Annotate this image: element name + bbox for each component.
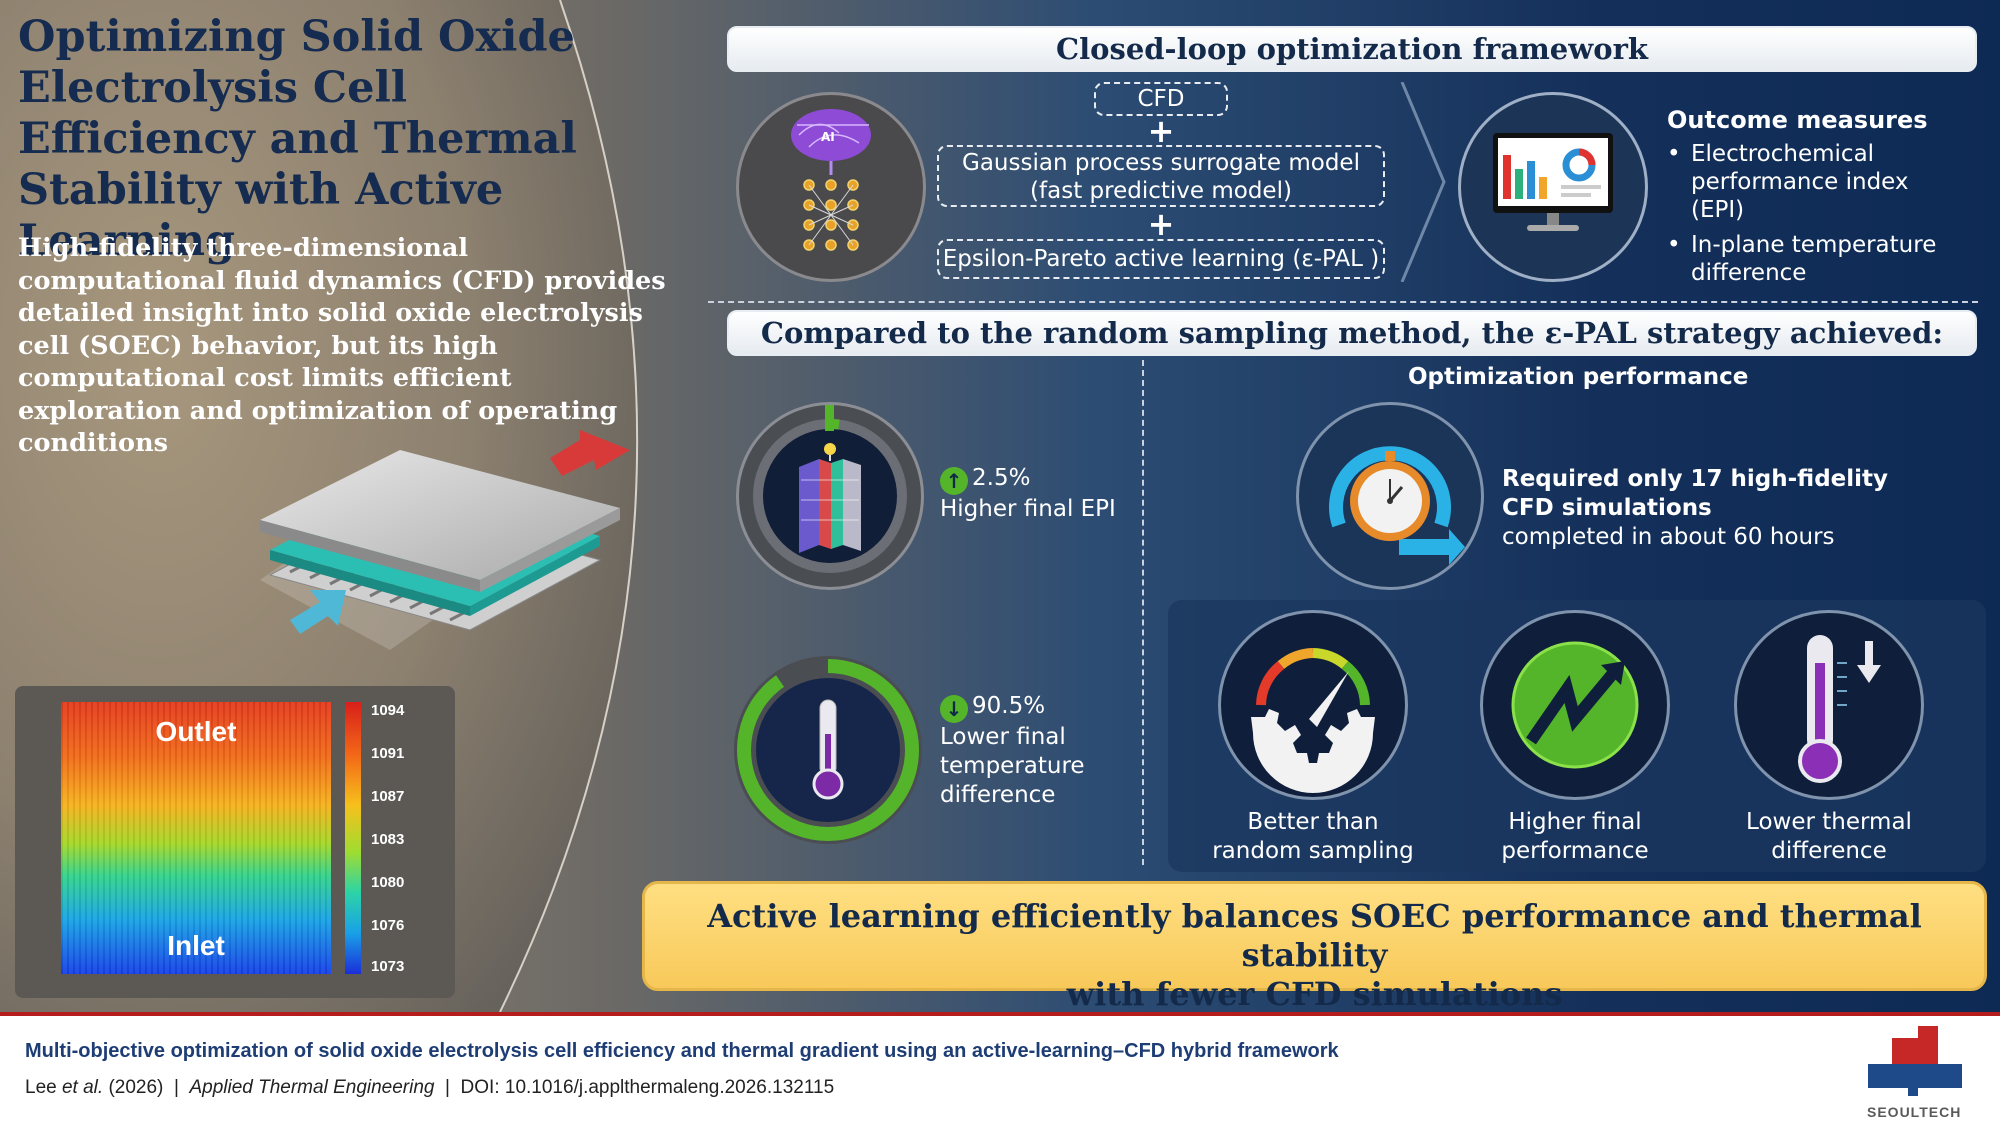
plus-sign: + xyxy=(1147,205,1175,243)
speedometer-circle xyxy=(1218,610,1408,800)
outcome-item-temperature: In-plane temperature difference xyxy=(1667,231,1967,287)
poster-title: Optimizing Solid Oxide Electrolysis Cell… xyxy=(18,12,577,266)
gp-line1: Gaussian process surrogate model xyxy=(962,150,1360,176)
temp-label-line2: temperature xyxy=(940,753,1085,779)
citation: Lee et al. (2026) | Applied Thermal Engi… xyxy=(25,1077,834,1099)
footer: Multi-objective optimization of solid ox… xyxy=(0,1012,2000,1125)
citation-journal[interactable]: Applied Thermal Engineering xyxy=(189,1077,435,1098)
thermometer-gauge-icon xyxy=(737,657,919,841)
outcome-item-epi: Electrochemical performance index (EPI) xyxy=(1667,140,1967,224)
trend-up-icon xyxy=(1511,641,1639,769)
colorbar-tick: 1083 xyxy=(371,831,405,848)
colorbar-tick: 1094 xyxy=(371,702,405,719)
column-divider xyxy=(1142,360,1144,865)
cfd-box: CFD xyxy=(1094,82,1228,116)
soec-stack-icon xyxy=(753,405,907,573)
outlet-label: Outlet xyxy=(155,716,237,747)
temperature-result: ↓90.5% Lower final temperature differenc… xyxy=(940,692,1085,810)
colorbar-tick: 1091 xyxy=(371,745,405,762)
epi-result: ↑2.5% Higher final EPI xyxy=(940,464,1116,524)
logo-text: SEOULTECH xyxy=(1867,1104,1962,1120)
colorbar-tick: 1087 xyxy=(371,788,405,805)
temp-label-line3: difference xyxy=(940,782,1056,808)
left-panel: Optimizing Solid Oxide Electrolysis Cell… xyxy=(0,0,720,1012)
conclusion-line2: with fewer CFD simulations xyxy=(1066,975,1563,1012)
soec-cell-illustration xyxy=(260,430,630,650)
stopwatch-circle xyxy=(1296,402,1484,590)
gaussian-process-box: Gaussian process surrogate model (fast p… xyxy=(937,145,1385,207)
inlet-label: Inlet xyxy=(167,930,225,961)
arrow-down-icon: ↓ xyxy=(940,695,968,723)
optimization-title: Optimization performance xyxy=(1408,364,1749,390)
chevron-right-icon xyxy=(1400,82,1446,282)
citation-year: (2026) | xyxy=(103,1077,190,1098)
growth-circle xyxy=(1480,610,1670,800)
epi-gauge-circle xyxy=(736,402,924,590)
ai-brain-icon: AI xyxy=(791,109,871,251)
colorbar xyxy=(345,702,361,974)
ai-materials-circle: AI xyxy=(736,92,926,282)
opt-line1: Required only 17 high-fidelity xyxy=(1502,466,1889,492)
colorbar-tick: 1080 xyxy=(371,874,405,891)
temperature-gauge-circle xyxy=(734,656,922,844)
infographic-poster: Optimizing Solid Oxide Electrolysis Cell… xyxy=(0,0,2000,1012)
arrow-up-icon: ↑ xyxy=(940,467,968,495)
epi-label: Higher final EPI xyxy=(940,496,1116,522)
conclusion-line1: Active learning efficiently balances SOE… xyxy=(707,897,1922,974)
simulation-summary: Required only 17 high-fidelity CFD simul… xyxy=(1502,465,1888,552)
section-divider xyxy=(708,301,1978,303)
thermometer-down-icon xyxy=(1798,635,1881,783)
citation-author: Lee xyxy=(25,1077,62,1098)
opt-line2: CFD simulations xyxy=(1502,495,1712,521)
intro-paragraph: High-fidelity three-dimensional computat… xyxy=(18,233,666,458)
benefit-label: Better than random sampling xyxy=(1212,809,1414,864)
benefits-panel: Better than random sampling Higher final… xyxy=(1168,600,1986,872)
plus-sign: + xyxy=(1147,112,1175,150)
temp-value: 90.5% xyxy=(972,693,1046,719)
outcome-list: Electrochemical performance index (EPI) … xyxy=(1667,140,1967,294)
benefit-label: Lower thermal difference xyxy=(1746,809,1912,864)
thermometer-circle xyxy=(1734,610,1924,800)
conclusion-banner: Active learning efficiently balances SOE… xyxy=(642,881,1987,1012)
citation-etal: et al. xyxy=(61,1077,104,1098)
epsilon-pal-box: Epsilon-Pareto active learning (ε-PAL ) xyxy=(937,239,1385,279)
ai-label: AI xyxy=(821,130,835,144)
outcome-title: Outcome measures xyxy=(1667,106,1928,134)
colorbar-tick: 1076 xyxy=(371,917,405,934)
stopwatch-icon xyxy=(1329,446,1465,565)
gp-line2: (fast predictive model) xyxy=(1030,178,1292,204)
temperature-heatmap: Outlet Inlet xyxy=(61,702,331,974)
article-title: Multi-objective optimization of solid ox… xyxy=(25,1040,1339,1062)
monitor-chart-icon xyxy=(1493,133,1613,231)
comparison-header: Compared to the random sampling method, … xyxy=(727,310,1977,356)
temperature-heatmap-panel: Outlet Inlet 1094 1091 1087 1083 1080 10… xyxy=(15,686,455,998)
epi-value: 2.5% xyxy=(972,465,1031,491)
seoultech-logo xyxy=(1868,1026,1962,1096)
temp-label-line1: Lower final xyxy=(940,724,1066,750)
benefit-label: Higher final performance xyxy=(1501,809,1649,864)
opt-line3: completed in about 60 hours xyxy=(1502,524,1835,550)
colorbar-tick: 1073 xyxy=(371,958,405,975)
outcome-monitor-circle xyxy=(1458,92,1648,282)
citation-doi[interactable]: | DOI: 10.1016/j.applthermaleng.2026.132… xyxy=(434,1077,835,1098)
speedometer-gear-icon xyxy=(1251,648,1375,793)
framework-header: Closed-loop optimization framework xyxy=(727,26,1977,72)
